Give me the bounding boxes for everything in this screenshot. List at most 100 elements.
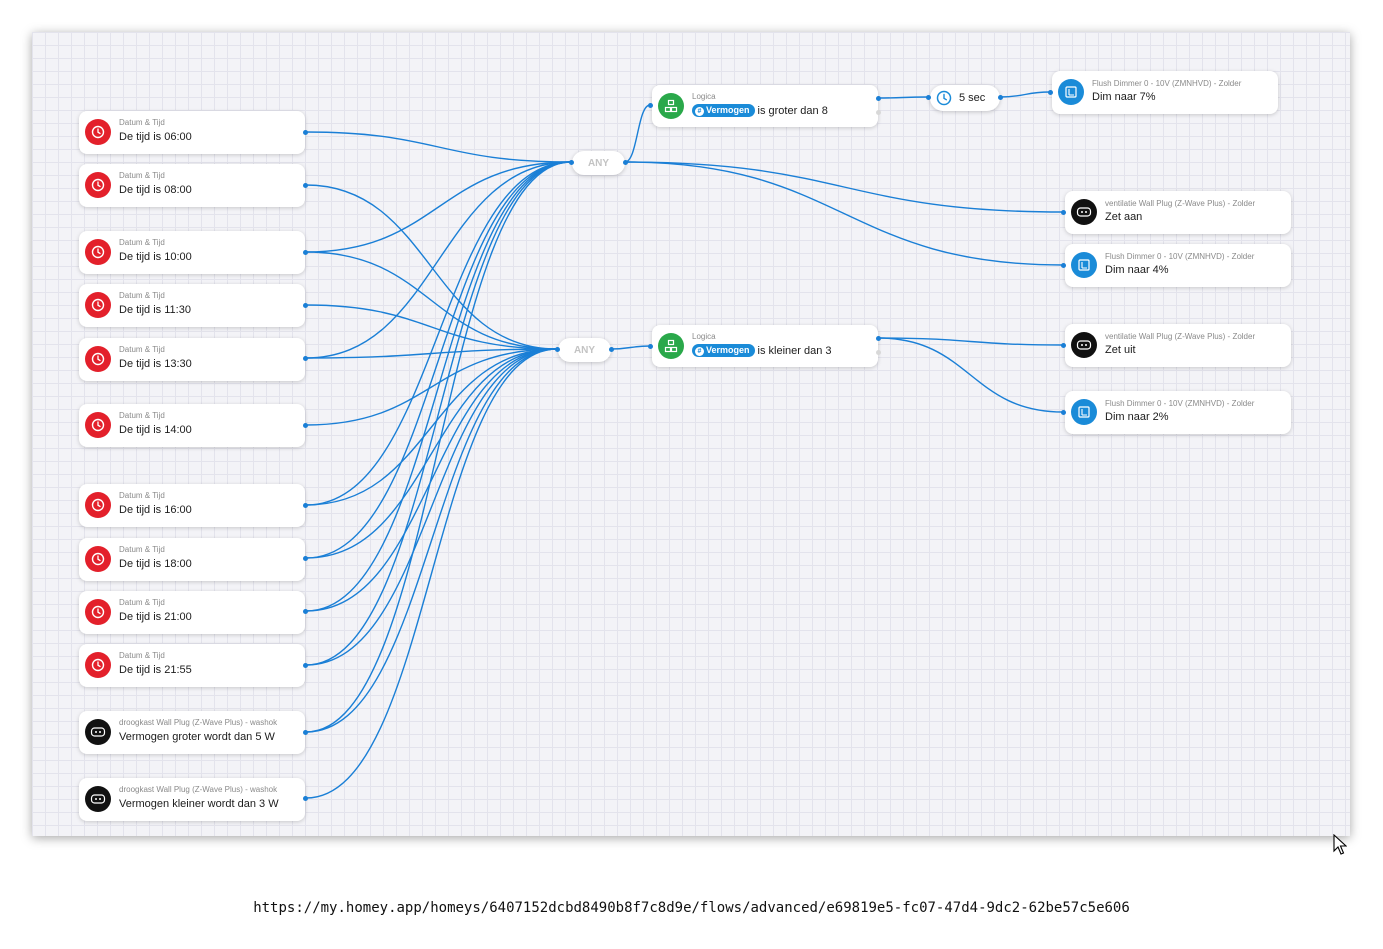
trigger-card-1400[interactable]: Datum & Tijd De tijd is 14:00 [79, 404, 305, 447]
trigger-label: De tijd is 14:00 [119, 424, 192, 436]
input-port[interactable] [648, 103, 653, 108]
output-port[interactable] [998, 95, 1003, 100]
output-port[interactable] [303, 356, 308, 361]
output-port-true[interactable] [876, 96, 881, 101]
action-label: Dim naar 2% [1105, 411, 1169, 423]
output-port[interactable] [303, 663, 308, 668]
variable-tag[interactable]: #Vermogen [692, 344, 755, 357]
clock-icon [85, 599, 111, 625]
clock-icon [85, 292, 111, 318]
condition-text: is kleiner dan 3 [757, 345, 832, 357]
output-port[interactable] [303, 503, 308, 508]
mouse-cursor-icon [1333, 833, 1348, 861]
trigger-card-1000[interactable]: Datum & Tijd De tijd is 10:00 [79, 231, 305, 274]
trigger-app-label: Datum & Tijd [119, 118, 165, 127]
trigger-app-label: Datum & Tijd [119, 345, 165, 354]
trigger-app-label: Datum & Tijd [119, 598, 165, 607]
output-port[interactable] [303, 303, 308, 308]
output-port[interactable] [303, 556, 308, 561]
action-label: Zet uit [1105, 344, 1136, 356]
input-port[interactable] [1061, 210, 1066, 215]
tag-icon: # [695, 347, 704, 356]
output-port-true[interactable] [876, 336, 881, 341]
any-node[interactable]: ANY [558, 338, 611, 362]
condition-app-label: Logica [692, 92, 716, 101]
output-port-false[interactable] [876, 110, 881, 115]
wall-plug-icon [85, 719, 111, 745]
action-label: Dim naar 4% [1105, 264, 1169, 276]
variable-tag-label: Vermogen [706, 105, 750, 115]
output-port[interactable] [303, 730, 308, 735]
output-port[interactable] [303, 609, 308, 614]
trigger-label: De tijd is 11:30 [119, 304, 191, 316]
output-port[interactable] [303, 130, 308, 135]
clock-icon [85, 652, 111, 678]
action-card-zet-uit[interactable]: ventilatie Wall Plug (Z-Wave Plus) - Zol… [1065, 324, 1291, 367]
dimmer-icon [1058, 79, 1084, 105]
trigger-label: De tijd is 18:00 [119, 558, 192, 570]
output-port[interactable] [303, 250, 308, 255]
output-port[interactable] [303, 183, 308, 188]
action-label: Dim naar 7% [1092, 91, 1156, 103]
input-port[interactable] [1061, 263, 1066, 268]
trigger-card-2155[interactable]: Datum & Tijd De tijd is 21:55 [79, 644, 305, 687]
trigger-label: De tijd is 06:00 [119, 131, 192, 143]
clock-icon [85, 546, 111, 572]
action-card-dim-2[interactable]: Flush Dimmer 0 - 10V (ZMNHVD) - Zolder D… [1065, 391, 1291, 434]
clock-icon [85, 346, 111, 372]
action-device-label: ventilatie Wall Plug (Z-Wave Plus) - Zol… [1105, 199, 1256, 208]
trigger-card-1800[interactable]: Datum & Tijd De tijd is 18:00 [79, 538, 305, 581]
input-port[interactable] [569, 160, 574, 165]
trigger-label: Vermogen groter wordt dan 5 W [119, 731, 275, 743]
trigger-card-1330[interactable]: Datum & Tijd De tijd is 13:30 [79, 338, 305, 381]
action-card-dim-7[interactable]: Flush Dimmer 0 - 10V (ZMNHVD) - Zolder D… [1052, 71, 1278, 114]
trigger-card-0600[interactable]: Datum & Tijd De tijd is 06:00 [79, 111, 305, 154]
output-port[interactable] [303, 796, 308, 801]
action-device-label: Flush Dimmer 0 - 10V (ZMNHVD) - Zolder [1092, 79, 1242, 88]
trigger-app-label: Datum & Tijd [119, 491, 165, 500]
input-port[interactable] [555, 347, 560, 352]
trigger-label: De tijd is 10:00 [119, 251, 192, 263]
condition-text: is groter dan 8 [757, 105, 828, 117]
clock-icon [85, 492, 111, 518]
input-port[interactable] [1048, 90, 1053, 95]
input-port[interactable] [1061, 343, 1066, 348]
action-card-zet-aan[interactable]: ventilatie Wall Plug (Z-Wave Plus) - Zol… [1065, 191, 1291, 234]
timer-icon [936, 90, 952, 106]
trigger-label: De tijd is 21:55 [119, 664, 192, 676]
delay-node[interactable]: 5 sec [930, 85, 1000, 111]
trigger-card-0800[interactable]: Datum & Tijd De tijd is 08:00 [79, 164, 305, 207]
trigger-label: De tijd is 21:00 [119, 611, 192, 623]
action-card-dim-4[interactable]: Flush Dimmer 0 - 10V (ZMNHVD) - Zolder D… [1065, 244, 1291, 287]
trigger-card-1130[interactable]: Datum & Tijd De tijd is 11:30 [79, 284, 305, 327]
any-label: ANY [573, 344, 596, 356]
action-label: Zet aan [1105, 211, 1143, 223]
output-port-false[interactable] [876, 350, 881, 355]
wall-plug-icon [85, 786, 111, 812]
trigger-card-2100[interactable]: Datum & Tijd De tijd is 21:00 [79, 591, 305, 634]
any-label: ANY [587, 157, 610, 169]
delay-label: 5 sec [959, 92, 986, 104]
dimmer-icon [1071, 252, 1097, 278]
trigger-card-power-above-5[interactable]: droogkast Wall Plug (Z-Wave Plus) - wash… [79, 711, 305, 754]
trigger-label: Vermogen kleiner wordt dan 3 W [119, 798, 279, 810]
tag-icon: # [695, 107, 704, 116]
input-port[interactable] [648, 344, 653, 349]
variable-tag[interactable]: #Vermogen [692, 104, 755, 117]
output-port[interactable] [303, 423, 308, 428]
output-port[interactable] [609, 347, 614, 352]
trigger-card-power-below-3[interactable]: droogkast Wall Plug (Z-Wave Plus) - wash… [79, 778, 305, 821]
trigger-app-label: Datum & Tijd [119, 238, 165, 247]
input-port[interactable] [1061, 410, 1066, 415]
trigger-device-label: droogkast Wall Plug (Z-Wave Plus) - wash… [119, 785, 278, 794]
trigger-card-1600[interactable]: Datum & Tijd De tijd is 16:00 [79, 484, 305, 527]
clock-icon [85, 412, 111, 438]
trigger-device-label: droogkast Wall Plug (Z-Wave Plus) - wash… [119, 718, 278, 727]
output-port[interactable] [623, 160, 628, 165]
input-port[interactable] [926, 95, 931, 100]
page-url: https://my.homey.app/homeys/6407152dcbd8… [253, 900, 1130, 916]
any-node[interactable]: ANY [572, 151, 625, 175]
